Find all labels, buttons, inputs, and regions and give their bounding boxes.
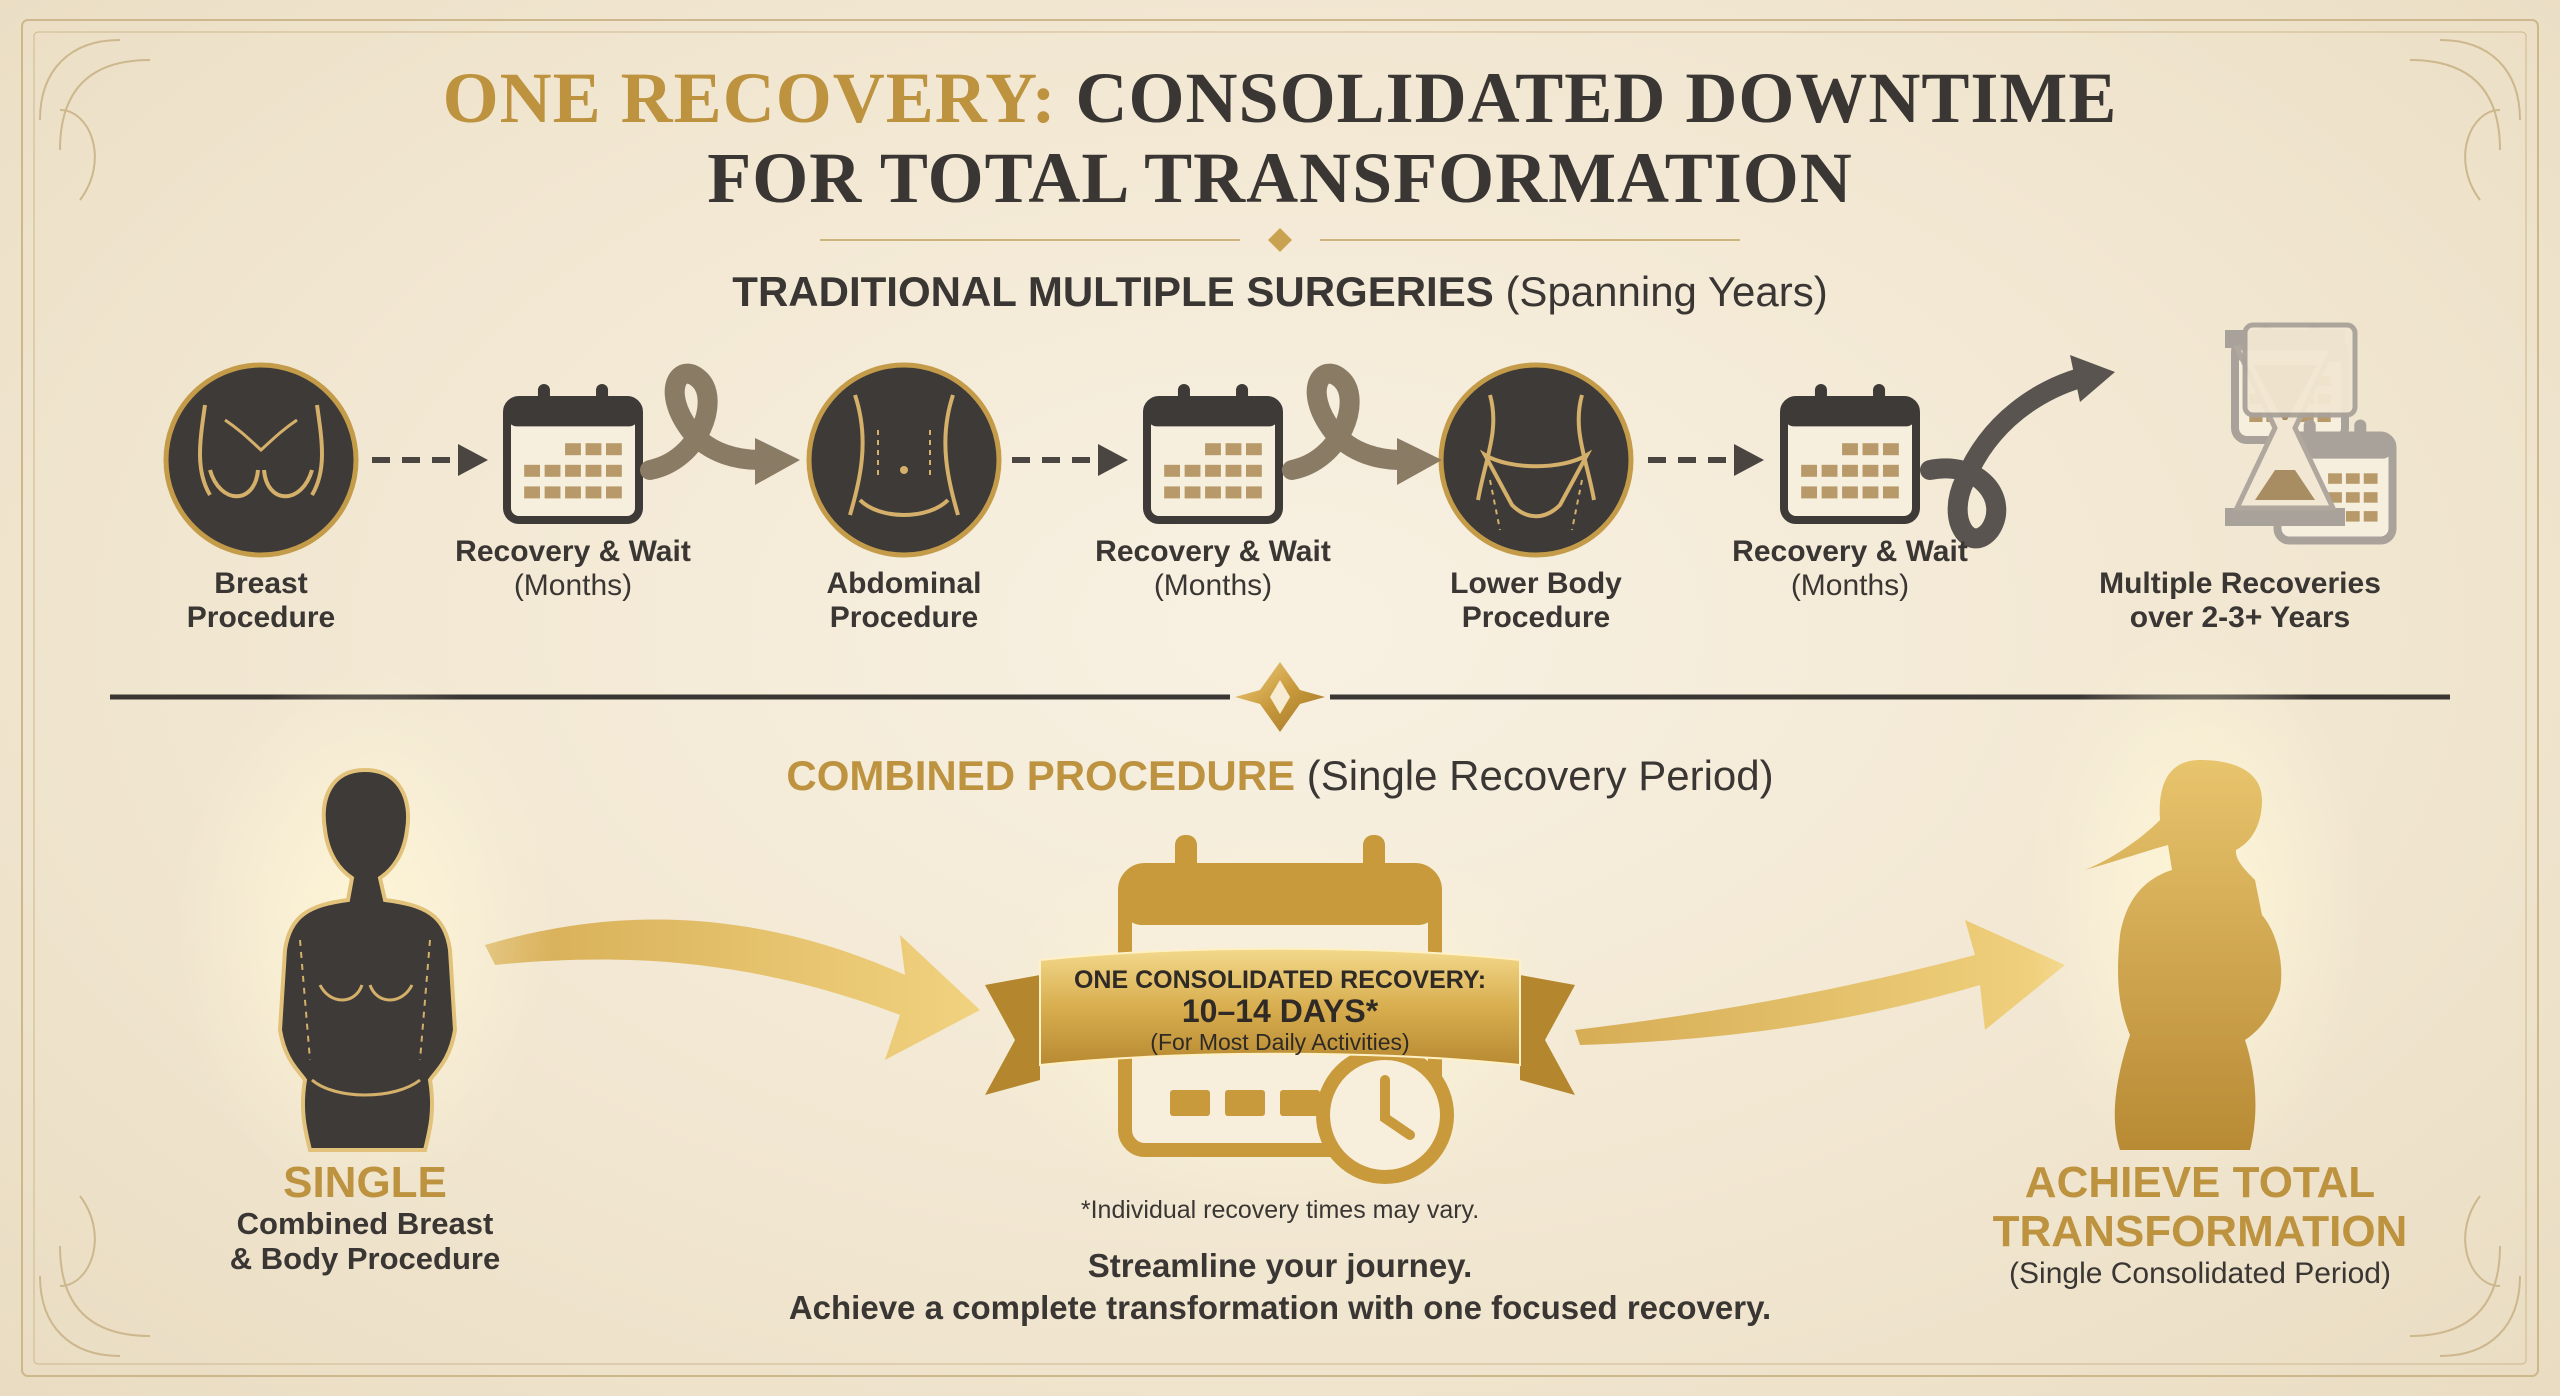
single-line2: & Body Procedure <box>229 1240 501 1276</box>
step-label-line2: (Months) <box>513 568 633 602</box>
title-divider <box>820 228 1740 252</box>
abdomen-icon <box>806 362 1002 558</box>
gold-arrow-left <box>485 919 980 1060</box>
step-label: Multiple Recoveries over 2-3+ Years <box>2060 567 2420 634</box>
transformation-note: (Single Consolidated Period) <box>2009 1256 2391 1290</box>
step-label: Recovery & Wait (Months) <box>423 535 723 602</box>
dashed-arrow <box>372 444 1764 476</box>
page-title: ONE RECOVERY: CONSOLIDATED DOWNTIME <box>0 58 2560 139</box>
title-highlight: ONE RECOVERY: <box>442 58 1057 138</box>
woman-silhouette-icon <box>175 660 555 1200</box>
breast-icon <box>163 362 359 558</box>
traditional-heading-note: (Spanning Years) <box>1505 268 1828 315</box>
step-label-line1: Multiple Recoveries <box>2099 567 2381 600</box>
step-label-line2: (Months) <box>1790 568 1910 602</box>
transformed-woman-silhouette-icon <box>2025 620 2365 1180</box>
calendar-icon <box>1143 384 1283 524</box>
step-label-line1: Abdominal <box>826 567 982 600</box>
footnote: *Individual recovery times may vary. <box>1080 1196 1480 1224</box>
loop-arrow <box>640 355 2115 549</box>
recovery-banner: ONE CONSOLIDATED RECOVERY: 10–14 DAYS* (… <box>1040 966 1520 1056</box>
step-label: Abdominal Procedure <box>784 567 1024 634</box>
single-procedure-label: SINGLE Combined Breast & Body Procedure <box>180 1158 550 1277</box>
ornamental-frame <box>21 19 2539 1377</box>
step-label-line1: Lower Body <box>1450 567 1622 600</box>
combined-heading: COMBINED PROCEDURE (Single Recovery Peri… <box>0 752 2560 799</box>
banner-duration: 10–14 DAYS* <box>1181 993 1379 1029</box>
transformation-title2: TRANSFORMATION <box>1992 1207 2408 1257</box>
banner-line1: ONE CONSOLIDATED RECOVERY: <box>1073 966 1487 994</box>
step-label: Recovery & Wait (Months) <box>1063 535 1363 602</box>
single-title: SINGLE <box>283 1158 447 1207</box>
step-label-line2: Procedure <box>186 600 336 634</box>
single-line1: Combined Breast <box>236 1206 494 1242</box>
calendar-icon <box>503 384 643 524</box>
step-label-line1: Breast <box>214 567 308 600</box>
traditional-heading-text: TRADITIONAL MULTIPLE SURGERIES <box>732 268 1494 315</box>
banner-line3: (For Most Daily Activities) <box>1150 1028 1410 1055</box>
title-line2: FOR TOTAL TRANSFORMATION <box>707 138 1853 218</box>
step-label: Lower Body Procedure <box>1416 567 1656 634</box>
combined-heading-text: COMBINED PROCEDURE <box>786 752 1296 799</box>
recovery-banner-ribbon <box>985 947 1575 1095</box>
step-label-line2: Procedure <box>1461 600 1611 634</box>
calendar-icon <box>1780 384 1920 524</box>
transformation-title1: ACHIEVE TOTAL <box>2024 1158 2376 1207</box>
step-label-line1: Recovery & Wait <box>455 535 691 568</box>
tagline-1: Streamline your journey. <box>1087 1247 1473 1284</box>
transformation-label: ACHIEVE TOTAL TRANSFORMATION (Single Con… <box>1940 1158 2460 1290</box>
traditional-heading: TRADITIONAL MULTIPLE SURGERIES (Spanning… <box>0 268 2560 315</box>
tagline-2: Achieve a complete transformation with o… <box>788 1289 1772 1326</box>
step-label-line1: Recovery & Wait <box>1095 535 1331 568</box>
lower-body-icon <box>1438 362 1634 558</box>
title-line1: CONSOLIDATED DOWNTIME <box>1075 58 2118 138</box>
step-label-line2: Procedure <box>829 600 979 634</box>
step-label-line1: Recovery & Wait <box>1732 535 1968 568</box>
step-label: Breast Procedure <box>141 567 381 634</box>
step-label: Recovery & Wait (Months) <box>1700 535 2000 602</box>
hourglass-calendars-icon <box>2225 322 2358 526</box>
step-label-line2: (Months) <box>1153 568 1273 602</box>
combined-heading-note: (Single Recovery Period) <box>1306 752 1774 799</box>
step-label-line2: over 2-3+ Years <box>2129 600 2351 634</box>
gold-arrow-right <box>1575 920 2065 1045</box>
